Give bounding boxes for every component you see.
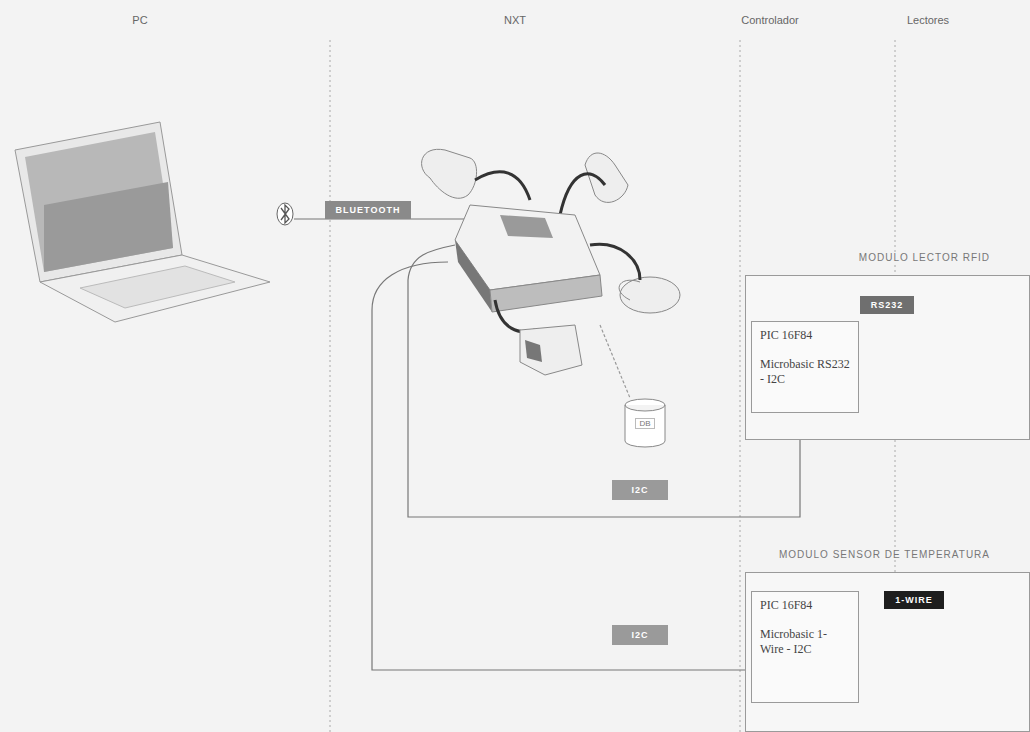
column-header: Controlador [739,14,800,26]
node-text: BLUETOOTH [336,205,401,215]
protocol-tag: RS232 [860,296,914,314]
protocol-tag: 1-WIRE [884,591,944,609]
controller-box: PIC 16F84Microbasic RS232 - I2C [751,321,859,413]
node-text: Microbasic 1-Wire - I2C [760,627,850,657]
column-header: PC [130,14,149,26]
node-text: I2C [631,630,648,640]
node-text: Microbasic RS232 - I2C [760,357,850,387]
module-heading: MODULO LECTOR RFID [856,252,993,263]
module-box: MODULO LECTOR RFIDPIC 16F84Microbasic RS… [745,275,1030,440]
column-header: Lectores [905,14,951,26]
node-text: 1-WIRE [895,595,933,605]
column-header: NXT [502,14,528,26]
module-heading: MODULO SENSOR DE TEMPERATURA [776,549,993,560]
controller-box: PIC 16F84Microbasic 1-Wire - I2C [751,591,859,703]
node-text: RS232 [871,300,904,310]
node-text: PIC 16F84 [760,328,850,343]
module-box: MODULO SENSOR DE TEMPERATURAPIC 16F84Mic… [745,572,1030,732]
protocol-tag: BLUETOOTH [325,201,411,219]
column-divider [330,40,895,732]
laptop [15,122,270,322]
node-text: DB [635,418,654,429]
node-text: I2C [631,485,648,495]
protocol-tag: I2C [612,480,668,500]
protocol-tag: I2C [612,625,668,645]
nxt-robot [422,149,680,375]
bluetooth-symbol [277,203,293,225]
node-text: PIC 16F84 [760,598,850,613]
database-cylinder: DB [624,398,666,448]
